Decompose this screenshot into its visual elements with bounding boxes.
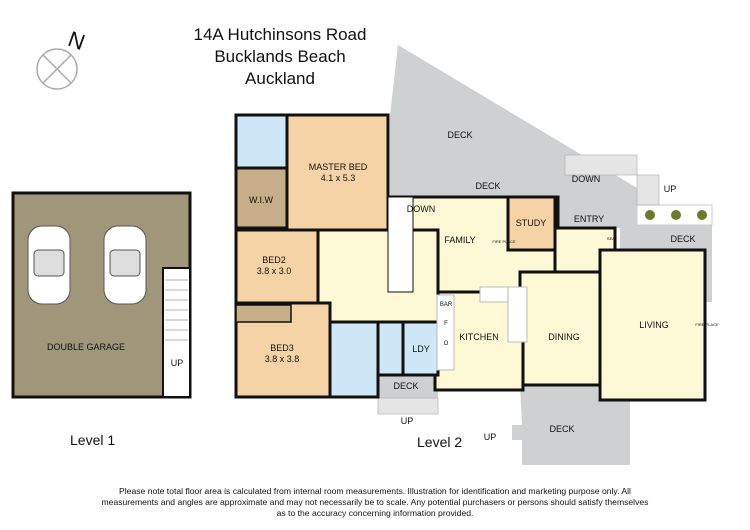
- car-icon: [103, 225, 147, 305]
- stairs-down-label: DOWN: [407, 204, 436, 214]
- bottom-deck-up-label: UP: [484, 432, 497, 442]
- fireplace-label: FIRE PLACE: [695, 322, 719, 327]
- compass-icon: N: [36, 26, 88, 90]
- kitchen-island: [436, 286, 528, 371]
- deck-bottom-label: DECK: [549, 424, 574, 434]
- family-fireplace-label: FIRE PLACE: [492, 239, 516, 244]
- bed2-label: BED2: [262, 255, 286, 265]
- garage: DOUBLE GARAGE UP: [11, 191, 192, 399]
- planter: [645, 210, 707, 220]
- kitchen-label: KITCHEN: [459, 332, 499, 342]
- rooms: [234, 113, 707, 402]
- compass-label: N: [65, 26, 88, 55]
- small-deck-up-label: UP: [401, 416, 414, 426]
- room-labels: MASTER BED 4.1 x 5.3 W.I.W BED2 3.8 x 3.…: [249, 130, 719, 442]
- dining-label: DINING: [548, 332, 580, 342]
- fridge-label: F: [444, 321, 448, 327]
- garage-up-label: UP: [171, 358, 184, 368]
- master-bed-label: MASTER BED: [309, 162, 368, 172]
- entry-label: ENTRY: [574, 214, 604, 224]
- seat-label: SEAT: [607, 236, 618, 241]
- disclaimer: Please note total floor area is calculat…: [101, 486, 649, 518]
- level-2-label: Level 2: [417, 434, 463, 450]
- address-title: 14A Hutchinsons Road Bucklands Beach Auc…: [170, 24, 390, 90]
- garage-label: DOUBLE GARAGE: [47, 342, 125, 352]
- car-icon: [27, 225, 71, 305]
- decks: [377, 45, 713, 465]
- oven-label: O: [444, 341, 449, 347]
- address-line2: Bucklands Beach: [214, 47, 346, 66]
- bed3-size: 3.8 x 3.8: [265, 354, 300, 364]
- ldy-label: LDY: [412, 344, 430, 354]
- wiw-label: W.I.W: [249, 195, 273, 205]
- deck-down-label: DOWN: [572, 174, 601, 184]
- deck-mid-label: DECK: [475, 181, 500, 191]
- deck-up-label: UP: [664, 184, 677, 194]
- living-label: LIVING: [639, 320, 669, 330]
- address-line1: 14A Hutchinsons Road: [193, 25, 367, 44]
- level-1-label: Level 1: [70, 432, 116, 448]
- deck-top-label: DECK: [447, 130, 472, 140]
- bed2-size: 3.8 x 3.0: [257, 266, 292, 276]
- study-label: STUDY: [516, 218, 547, 228]
- address-line3: Auckland: [245, 69, 315, 88]
- master-bed-size: 4.1 x 5.3: [321, 173, 356, 183]
- family-label: FAMILY: [444, 235, 475, 245]
- deck-small-label: DECK: [393, 381, 418, 391]
- deck-right-label: DECK: [670, 234, 695, 244]
- bar-label: BAR: [440, 302, 453, 308]
- bed3-label: BED3: [270, 343, 294, 353]
